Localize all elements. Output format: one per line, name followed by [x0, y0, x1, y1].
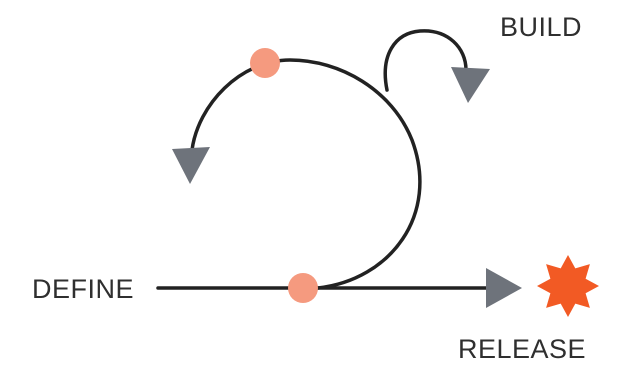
label-define: DEFINE [32, 274, 135, 304]
node-bottom [288, 273, 318, 303]
arrowhead-release-icon [486, 268, 522, 308]
arrowhead-build-icon [451, 67, 490, 103]
node-top [250, 48, 280, 78]
loop-arc [190, 58, 422, 290]
label-release: RELEASE [458, 334, 587, 364]
label-build: BUILD [500, 12, 583, 42]
small-loop-arc [383, 29, 468, 92]
starburst-icon [537, 255, 599, 317]
arrowhead-left-icon [172, 147, 210, 184]
